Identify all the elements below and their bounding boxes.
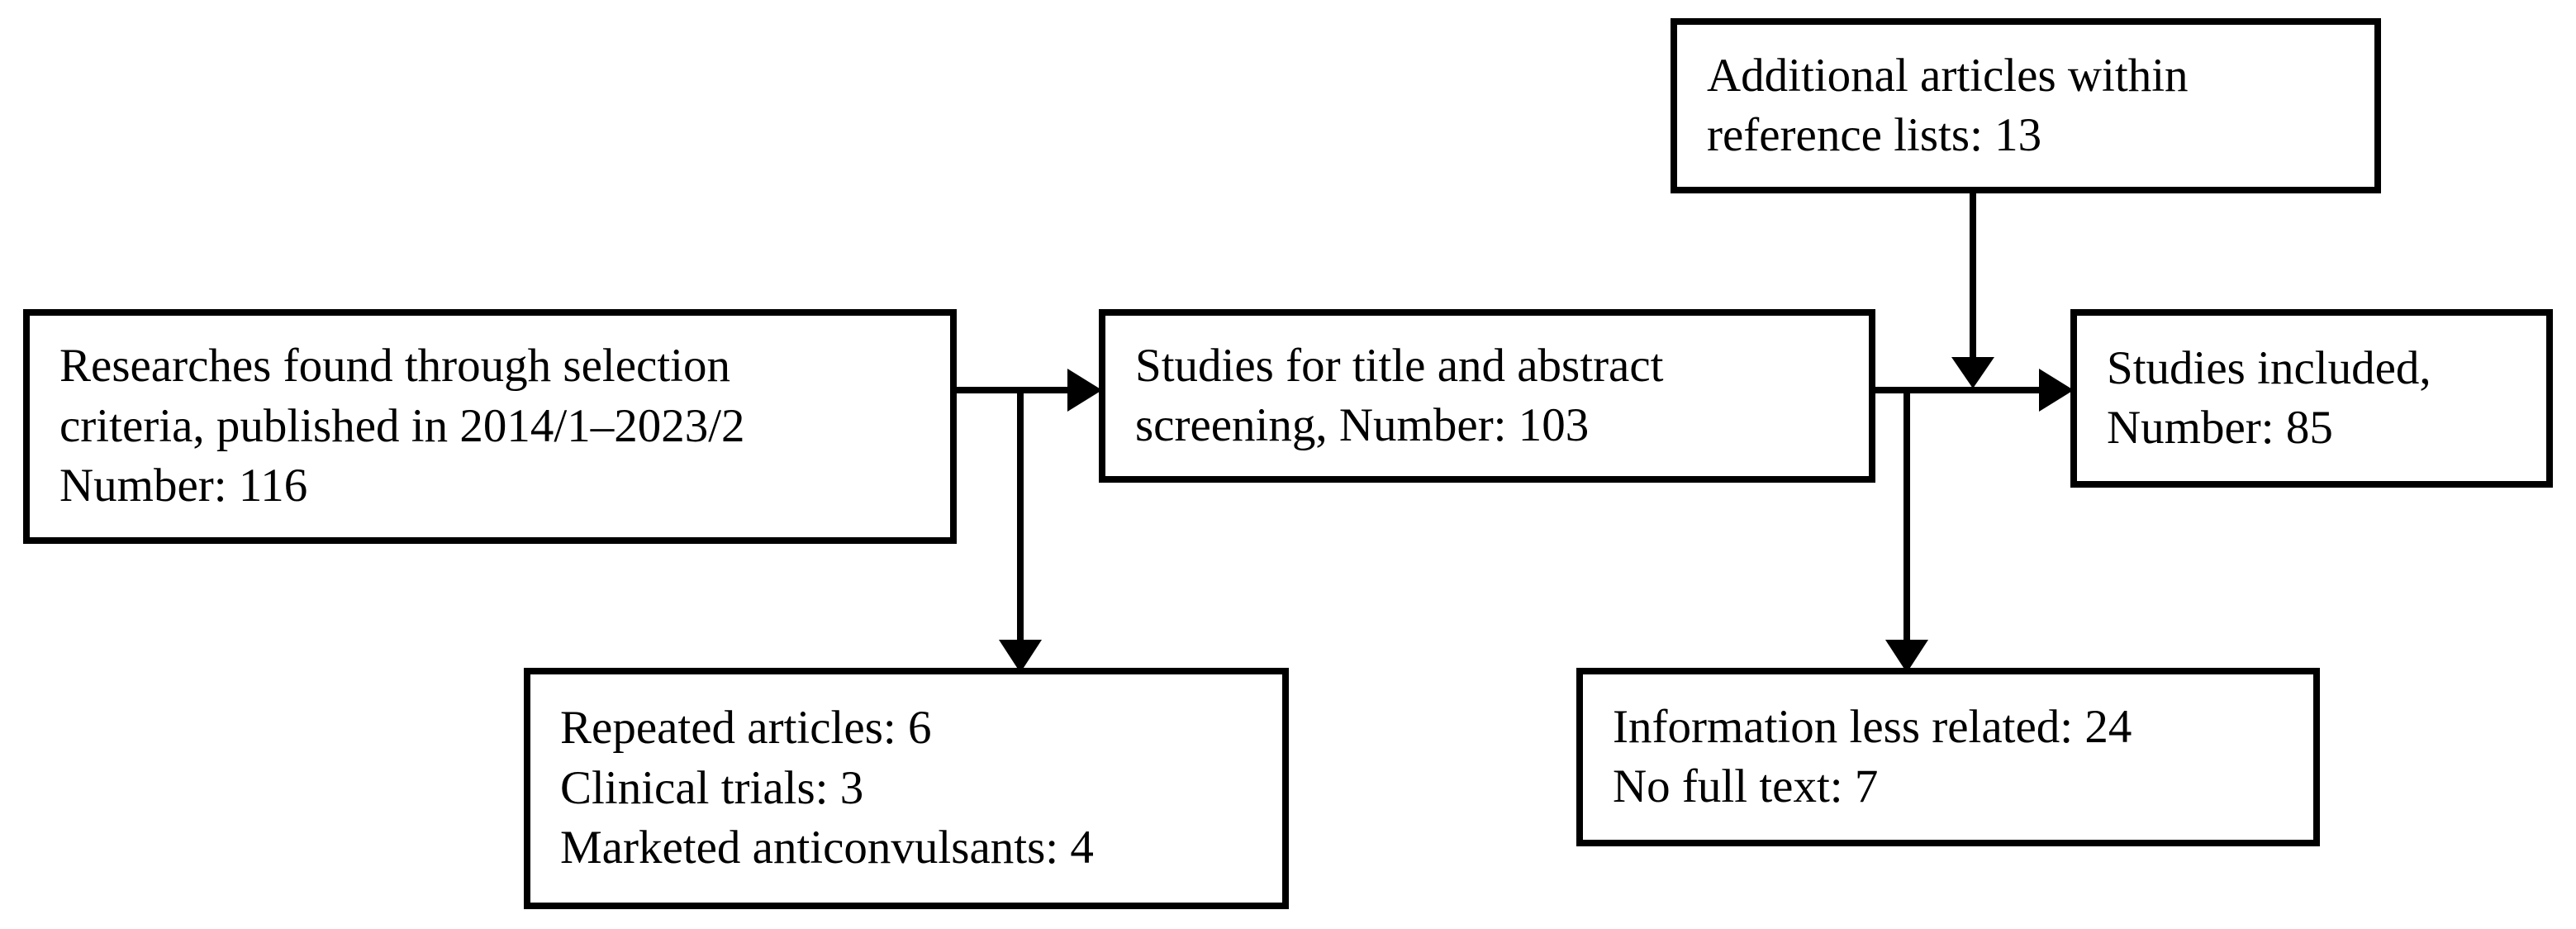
node-additional-articles: Additional articles within reference lis… <box>1671 18 2381 193</box>
node-studies-included-text: Studies included, Number: 85 <box>2107 341 2431 454</box>
arrowhead-into-screening-icon <box>1067 369 1102 412</box>
node-excluded-initial: Repeated articles: 6 Clinical trials: 3 … <box>524 668 1289 909</box>
arrowhead-into-included-icon <box>2039 369 2074 412</box>
node-additional-articles-text: Additional articles within reference lis… <box>1707 49 2189 161</box>
arrowhead-into-excluded-fulltext-icon <box>1885 640 1928 673</box>
arrowhead-additional-merge-icon <box>1951 357 1994 388</box>
node-researches-found-text: Researches found through selection crite… <box>59 340 745 512</box>
arrowhead-into-excluded-initial-icon <box>999 640 1042 673</box>
node-title-abstract-screening: Studies for title and abstract screening… <box>1099 309 1875 483</box>
node-studies-included: Studies included, Number: 85 <box>2070 309 2553 488</box>
node-excluded-fulltext: Information less related: 24 No full tex… <box>1576 668 2320 846</box>
node-researches-found: Researches found through selection crite… <box>23 309 957 544</box>
node-title-abstract-screening-text: Studies for title and abstract screening… <box>1135 339 1664 451</box>
node-excluded-fulltext-text: Information less related: 24 No full tex… <box>1613 700 2132 812</box>
node-excluded-initial-text: Repeated articles: 6 Clinical trials: 3 … <box>560 702 1094 874</box>
